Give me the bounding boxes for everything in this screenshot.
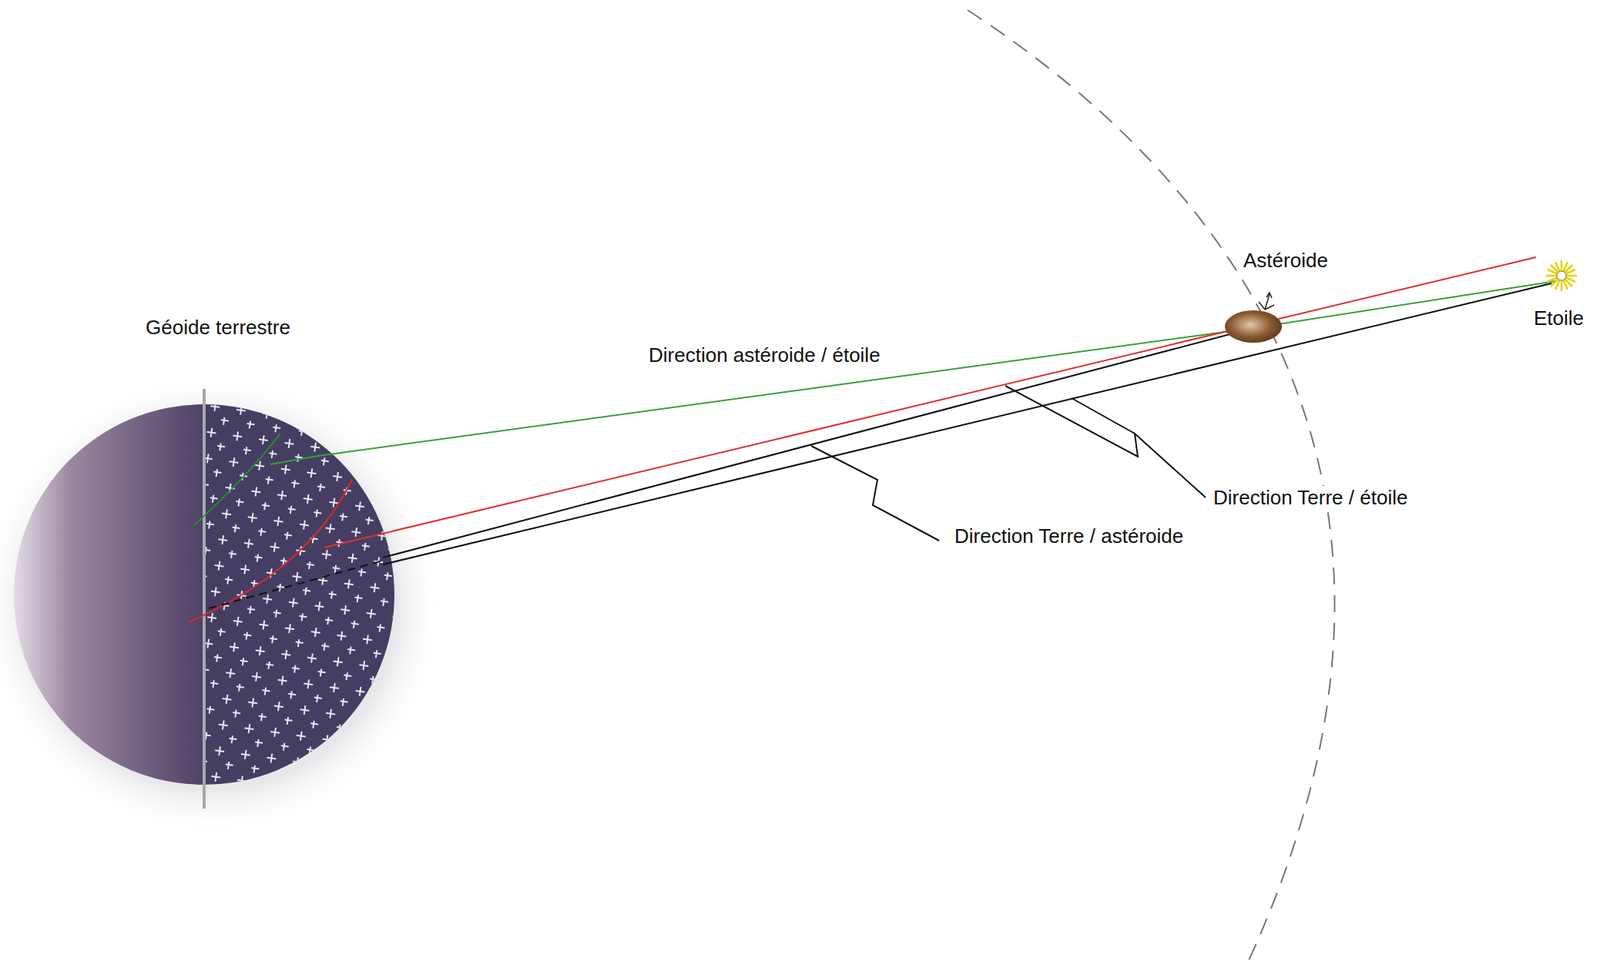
direction-label: Direction Terre / astéroide [952, 524, 1186, 549]
earth-axis [202, 389, 206, 809]
direction-label: Direction Terre / étoile [1210, 486, 1410, 510]
sight-lines [188, 257, 1557, 623]
direction-label: Direction astéroide / étoile [646, 343, 883, 368]
star-label: Etoile [1531, 306, 1587, 331]
earth-label: Géoide terrestre [143, 315, 293, 340]
asteroid [1224, 292, 1282, 343]
asteroid-label: Astéroide [1241, 248, 1331, 273]
earth-globe [0, 400, 405, 794]
leader-lines [811, 385, 1206, 541]
star [1546, 260, 1577, 292]
earth-halo [0, 373, 443, 836]
